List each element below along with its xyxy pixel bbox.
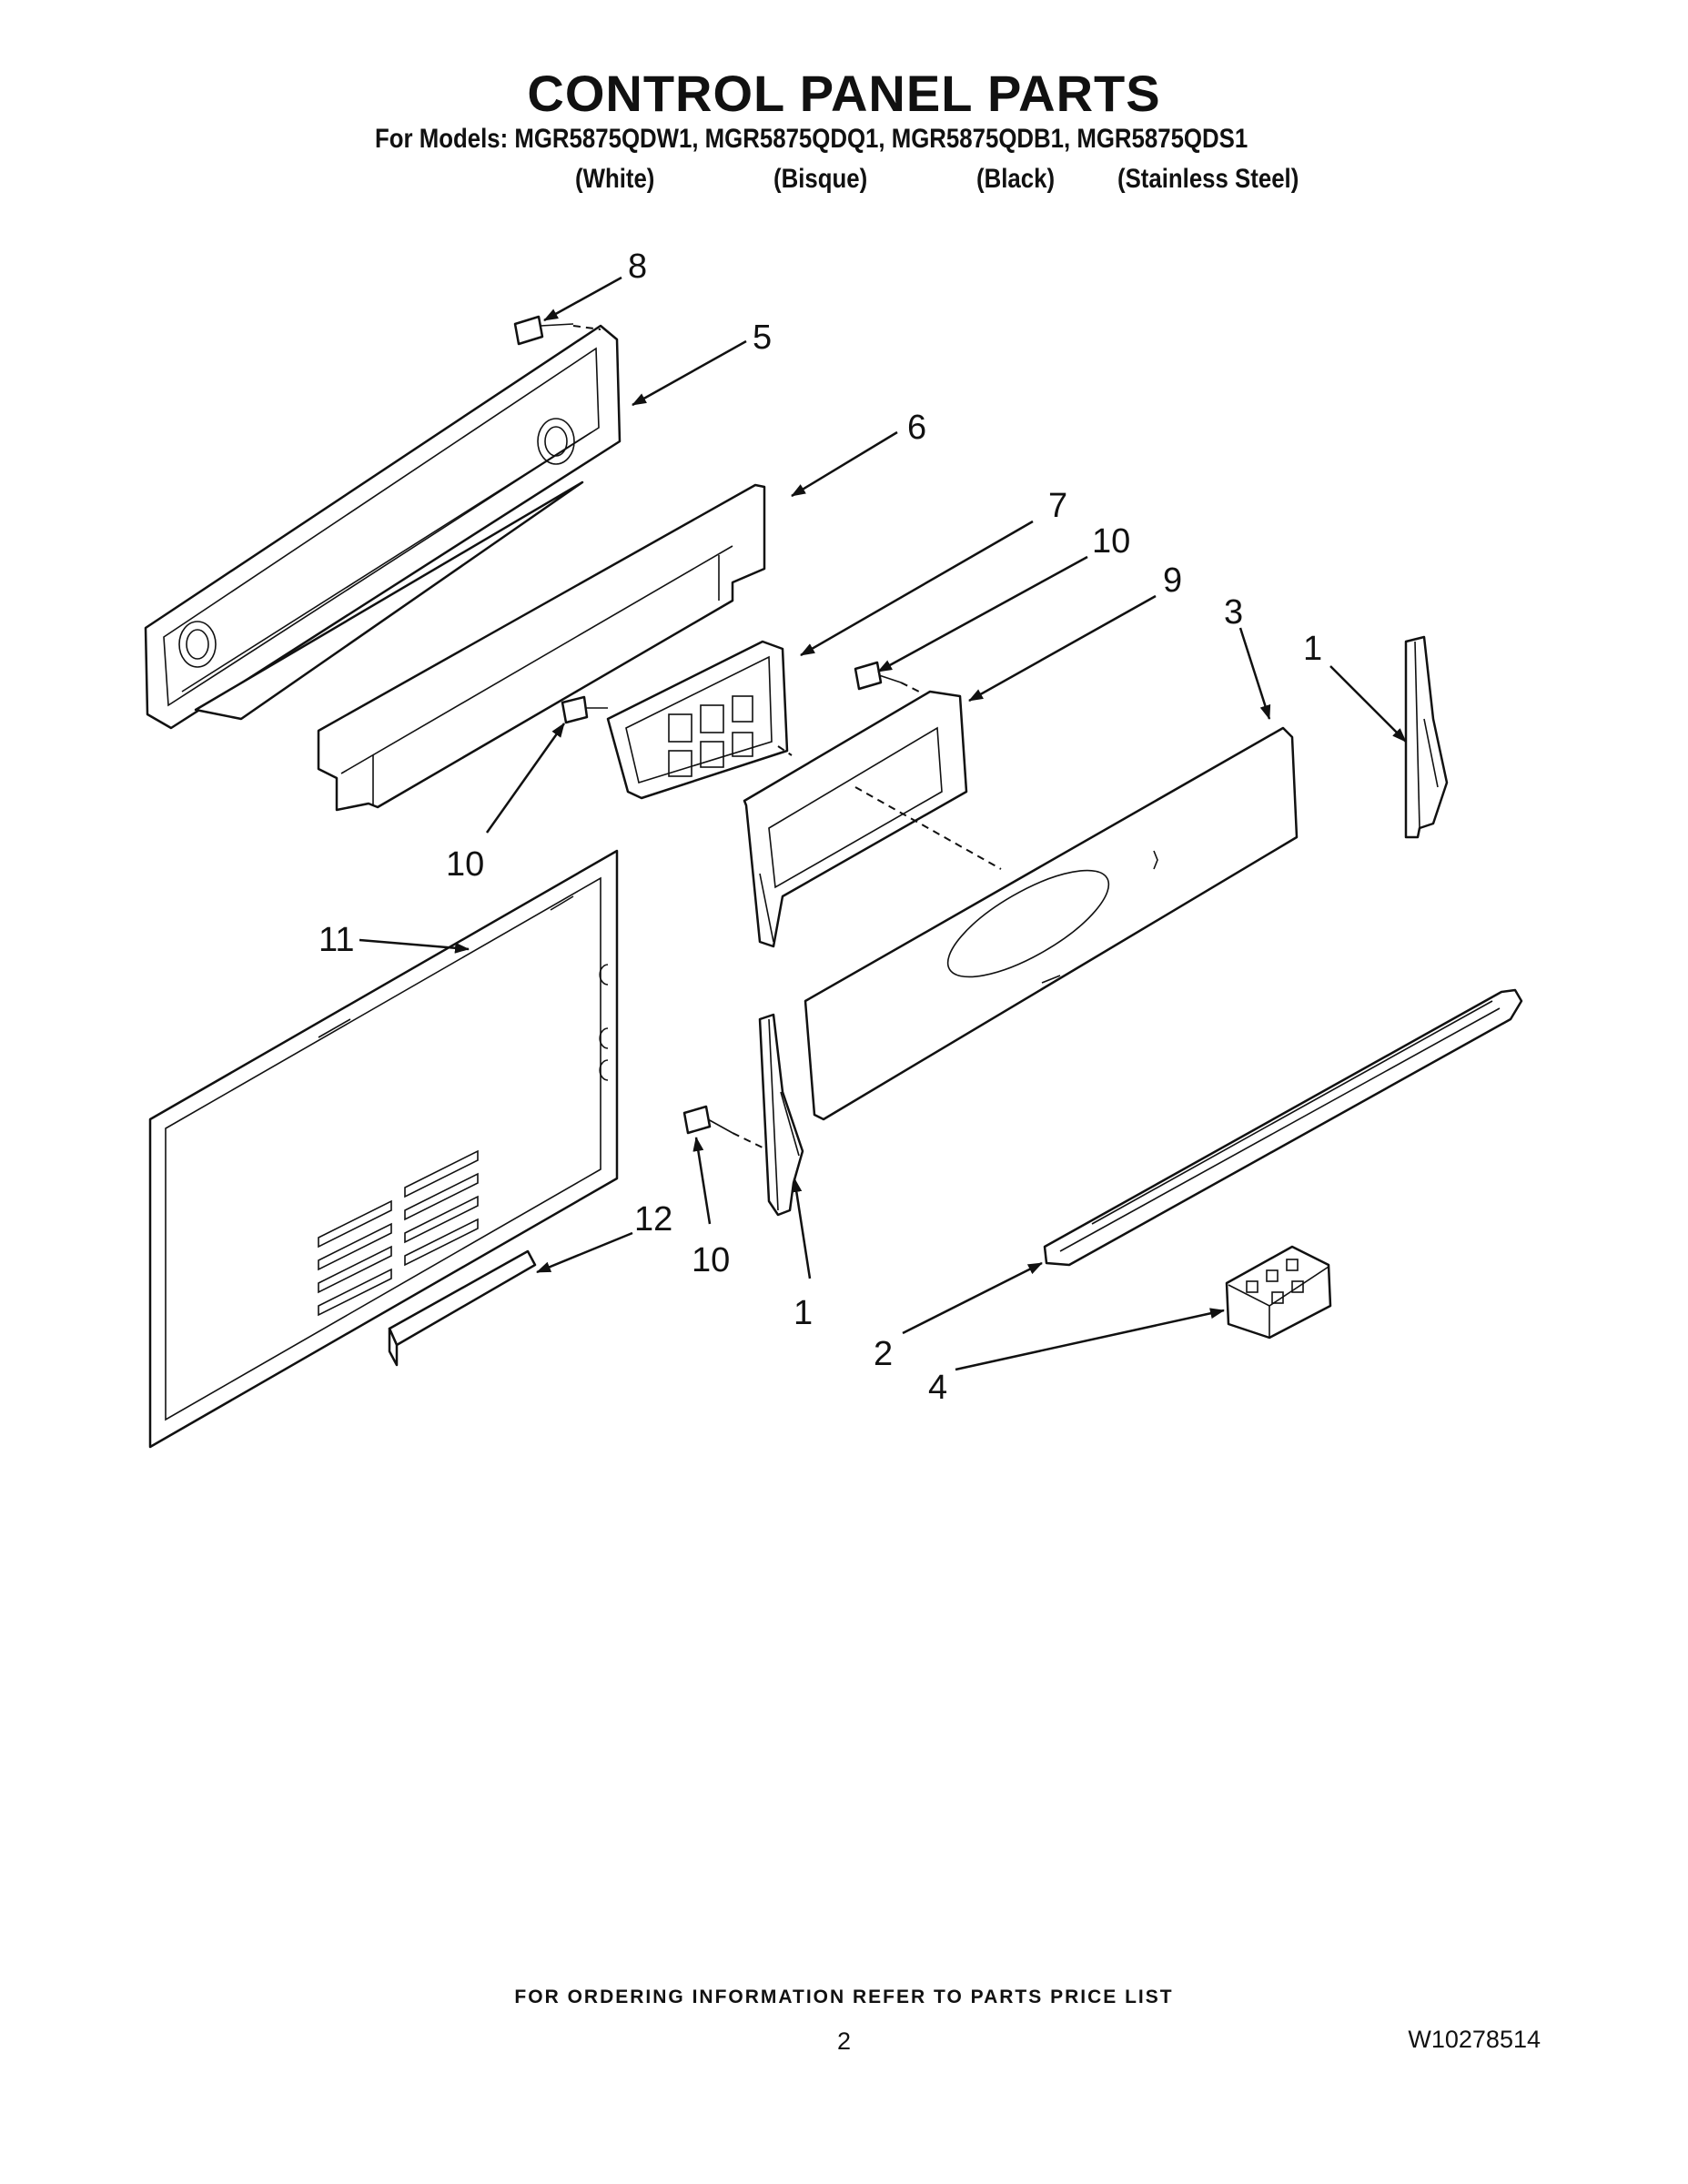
callout-4: 4 bbox=[928, 1369, 947, 1407]
part-12-label-strip bbox=[388, 1249, 537, 1367]
part-10-screw-a bbox=[561, 695, 608, 724]
callout-6: 6 bbox=[907, 409, 926, 447]
callout-10-top: 10 bbox=[1092, 522, 1130, 561]
callout-11: 11 bbox=[318, 921, 354, 959]
callout-10-bottom: 10 bbox=[692, 1241, 730, 1279]
leader-lines bbox=[359, 276, 1407, 1371]
finish-stainless-steel: (Stainless Steel) bbox=[1117, 164, 1299, 194]
finish-bisque: (Bisque) bbox=[773, 164, 868, 194]
part-9-display-frame bbox=[743, 690, 1002, 948]
part-3-console-overlay bbox=[804, 726, 1299, 1121]
part-11-rear-shield bbox=[148, 849, 619, 1449]
finish-black: (Black) bbox=[976, 164, 1056, 194]
callout-5: 5 bbox=[753, 318, 772, 357]
part-5-rear-panel bbox=[144, 324, 622, 730]
callout-1-right: 1 bbox=[1303, 630, 1322, 668]
callout-9: 9 bbox=[1163, 561, 1182, 600]
part-7-electronic-control bbox=[606, 640, 789, 800]
document-number: W10278514 bbox=[1408, 2026, 1541, 2053]
ordering-note: FOR ORDERING INFORMATION REFER TO PARTS … bbox=[514, 1987, 1174, 2007]
part-8-screw bbox=[513, 315, 601, 346]
callout-numbers: 8 5 6 7 10 9 3 1 10 11 12 10 1 2 4 bbox=[318, 248, 1322, 1407]
vent-slots bbox=[318, 1149, 479, 1317]
page-title: CONTROL PANEL PARTS bbox=[527, 65, 1161, 122]
model-list: For Models: MGR5875QDW1, MGR5875QDQ1, MG… bbox=[375, 124, 1248, 154]
part-10-screw-c bbox=[682, 1105, 765, 1149]
part-2-trim bbox=[1043, 988, 1523, 1267]
callout-3: 3 bbox=[1224, 593, 1243, 632]
callout-7: 7 bbox=[1048, 487, 1067, 525]
callout-1-left: 1 bbox=[793, 1294, 813, 1332]
callout-8: 8 bbox=[628, 248, 647, 286]
finish-white: (White) bbox=[575, 164, 655, 194]
callout-2: 2 bbox=[874, 1335, 893, 1373]
part-6-channel bbox=[317, 483, 766, 812]
part-10-screw-b bbox=[854, 661, 920, 693]
part-4-switch-block bbox=[1225, 1245, 1332, 1340]
callout-10-left: 10 bbox=[446, 845, 484, 884]
page-number: 2 bbox=[836, 2027, 852, 2055]
callout-12: 12 bbox=[634, 1200, 672, 1239]
part-1-end-bracket-right bbox=[1404, 635, 1449, 839]
